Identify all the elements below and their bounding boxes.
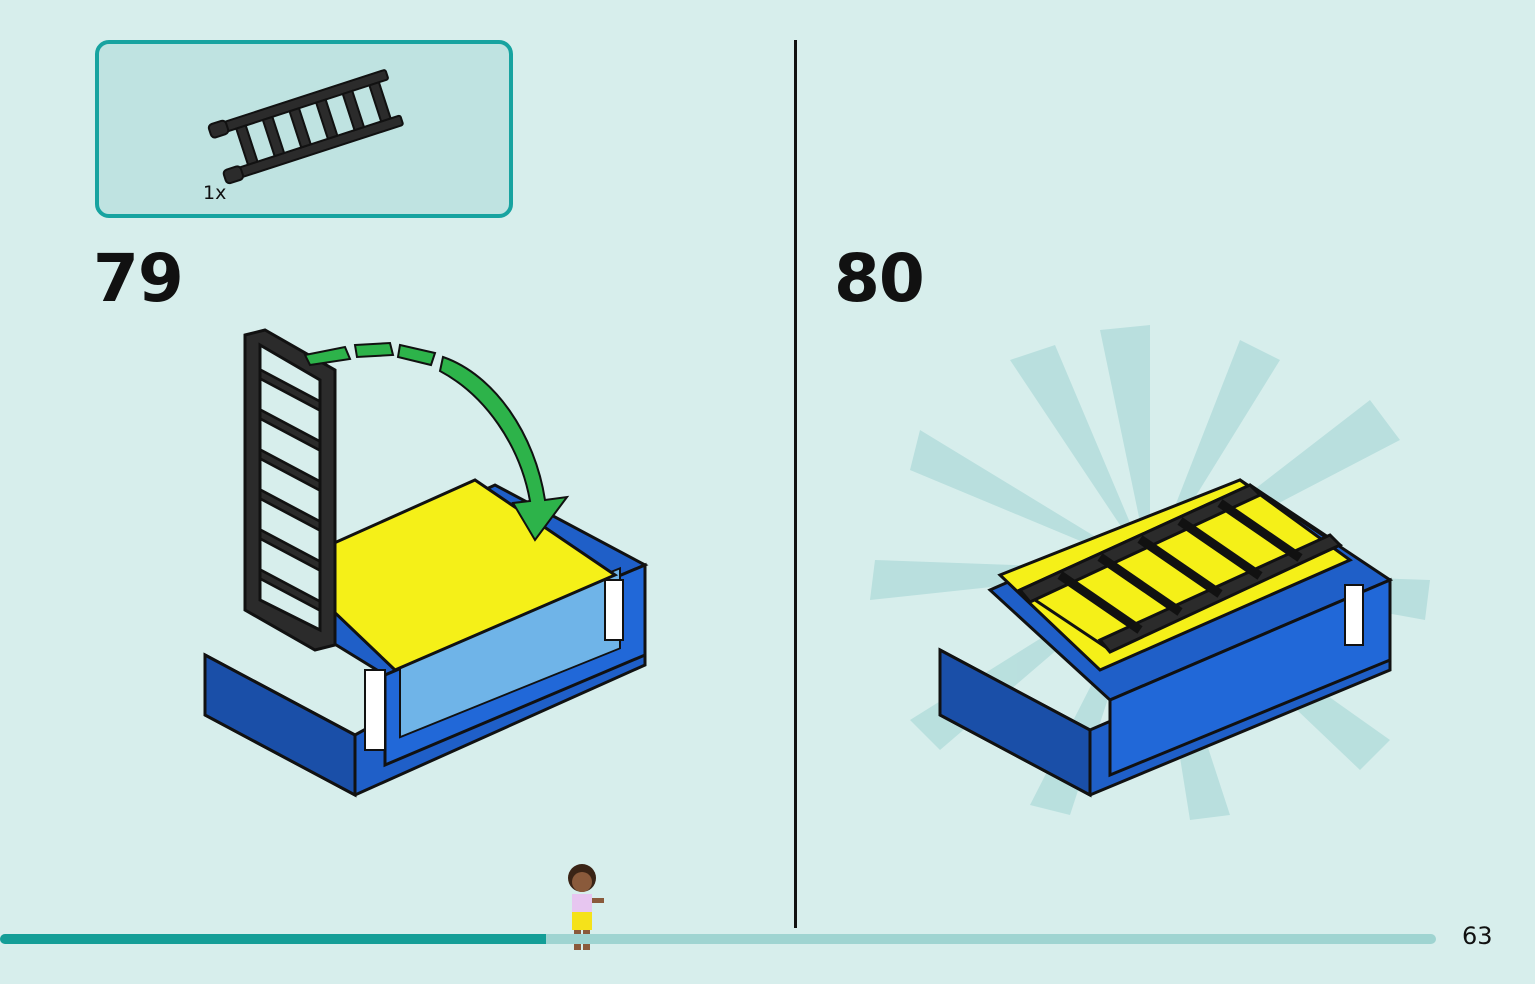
step-80-illustration — [870, 325, 1430, 820]
step-number: 79 — [93, 240, 184, 317]
part-quantity: 1x — [203, 182, 227, 204]
parts-callout: 1x — [95, 40, 513, 218]
ladder-piece-icon — [207, 69, 404, 185]
progress-fill — [0, 934, 546, 944]
step-79-illustration — [203, 328, 649, 798]
page-divider — [794, 40, 797, 928]
page-number: 63 — [1462, 922, 1493, 950]
progress-track — [0, 934, 1436, 944]
step-number: 80 — [834, 240, 925, 317]
